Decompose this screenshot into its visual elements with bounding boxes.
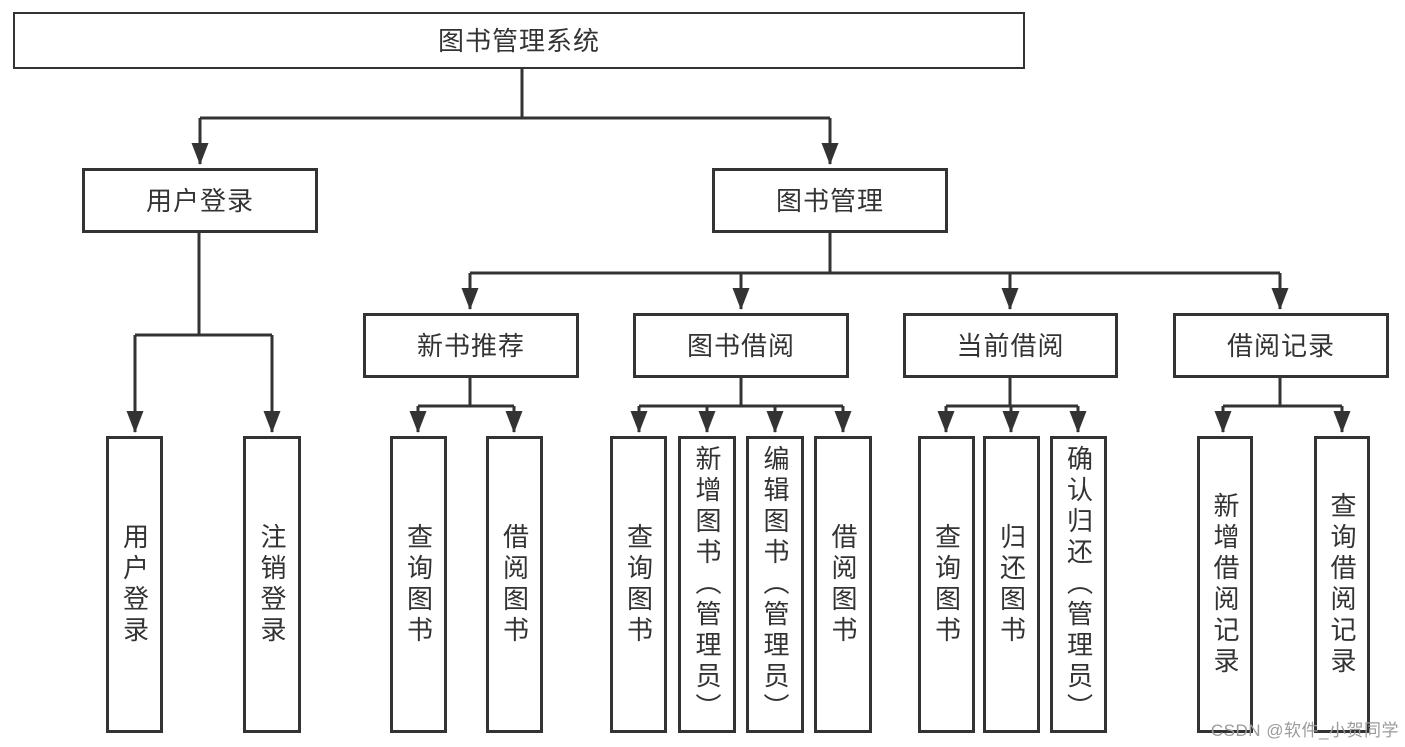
leaf-label: 注销登录 — [257, 522, 287, 647]
leaf-label: 新增借阅记录 — [1210, 491, 1240, 678]
leaf-query-books-current: 查询图书 — [918, 436, 975, 733]
leaf-borrow-books-borrowing: 借阅图书 — [814, 436, 872, 733]
node-borrowing-records: 借阅记录 — [1173, 313, 1389, 378]
leaf-label: 用户登录 — [119, 522, 150, 647]
leaf-user-login: 用户登录 — [106, 436, 163, 733]
leaf-borrow-books-recommend: 借阅图书 — [486, 436, 543, 733]
leaf-confirm-return-admin: 确认归还（管理员） — [1050, 436, 1107, 733]
node-book-borrowing: 图书借阅 — [633, 313, 849, 378]
node-label: 图书管理系统 — [437, 25, 600, 56]
leaf-add-book-admin: 新增图书（管理员） — [678, 436, 736, 733]
node-label: 用户登录 — [145, 185, 254, 216]
leaf-query-borrow-record: 查询借阅记录 — [1314, 436, 1370, 733]
node-book-management: 图书管理 — [712, 168, 948, 233]
node-label: 当前借阅 — [956, 330, 1065, 361]
leaf-label: 编辑图书（管理员） — [760, 445, 790, 724]
node-label: 图书借阅 — [686, 330, 795, 361]
leaf-edit-book-admin: 编辑图书（管理员） — [746, 436, 804, 733]
leaf-label: 查询借阅记录 — [1327, 491, 1357, 678]
leaf-add-borrow-record: 新增借阅记录 — [1197, 436, 1253, 733]
leaf-query-books-borrowing: 查询图书 — [610, 436, 667, 733]
leaf-label: 借阅图书 — [499, 522, 530, 647]
node-label: 新书推荐 — [416, 330, 525, 361]
leaf-label: 归还图书 — [996, 522, 1027, 647]
leaf-label: 借阅图书 — [828, 522, 858, 647]
leaf-label: 新增图书（管理员） — [692, 445, 722, 724]
csdn-watermark: CSDN @软件_小贺同学 — [1210, 721, 1399, 740]
leaf-return-book: 归还图书 — [983, 436, 1040, 733]
leaf-label: 查询图书 — [623, 522, 654, 647]
leaf-query-books-recommend: 查询图书 — [390, 436, 447, 733]
node-label: 借阅记录 — [1226, 330, 1335, 361]
node-user-login: 用户登录 — [82, 168, 318, 233]
node-label: 图书管理 — [775, 185, 884, 216]
node-new-book-recommend: 新书推荐 — [363, 313, 579, 378]
leaf-label: 查询图书 — [403, 522, 434, 647]
leaf-label: 查询图书 — [931, 522, 962, 647]
node-current-borrowing: 当前借阅 — [903, 313, 1118, 378]
node-library-management-system: 图书管理系统 — [13, 12, 1025, 69]
leaf-label: 确认归还（管理员） — [1063, 445, 1094, 724]
leaf-logout: 注销登录 — [243, 436, 301, 733]
